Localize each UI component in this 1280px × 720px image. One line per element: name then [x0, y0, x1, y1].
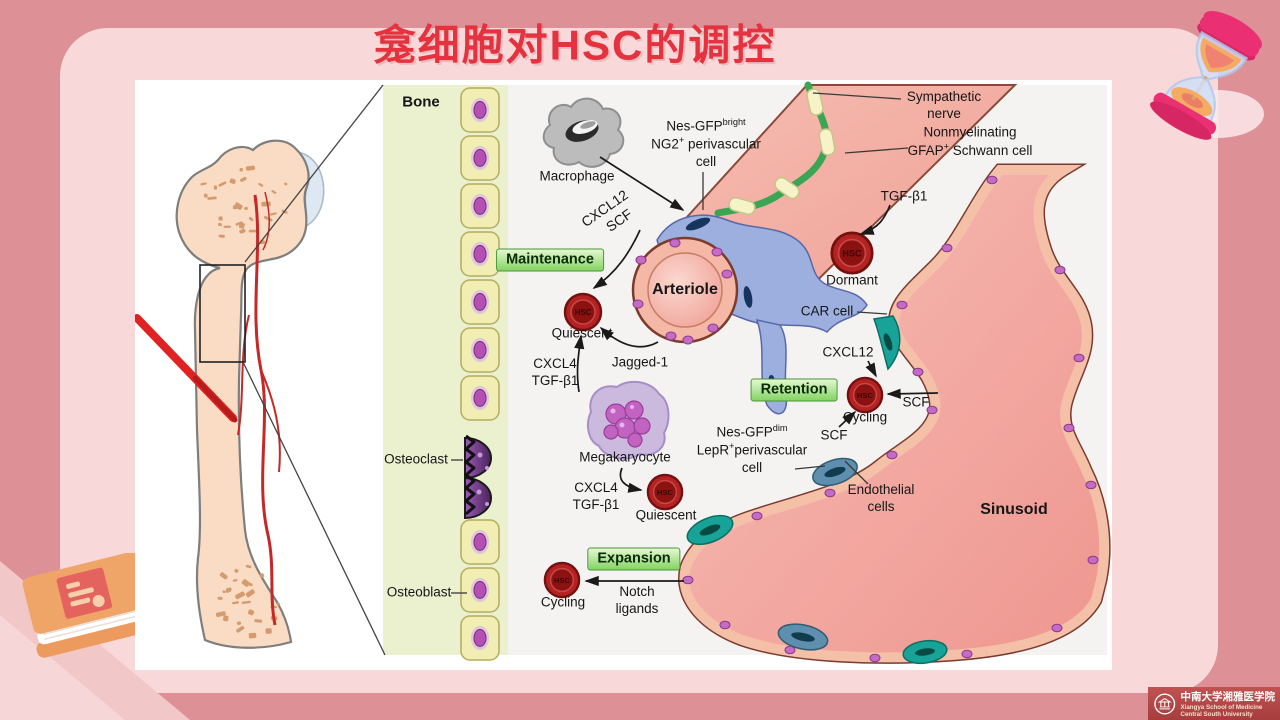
notch-ligands-label: Notch ligands [615, 584, 659, 616]
slide-title: 龛细胞对HSC的调控 [373, 21, 777, 69]
endothelial-nuclei [682, 175, 1099, 663]
pointer-lines [451, 92, 909, 594]
maintenance-badge: Maintenance [496, 248, 604, 272]
cycling-label-2: Cycling [540, 594, 586, 610]
osteoclast-cell [464, 434, 492, 520]
nes-gfp-dim-label: Nes-GFPdim LepR+perivascular cell [696, 423, 808, 475]
car-cells [686, 315, 948, 665]
arteriole-label: Arteriole [652, 281, 718, 298]
hsc-cell-quiescent-1: HSC [563, 292, 603, 332]
schwann-cell-label: Nonmyelinating GFAP+ Schwann cell [907, 124, 1033, 158]
femur-illustration [135, 84, 386, 656]
hsc-cell-quiescent-2: HSC [646, 473, 684, 511]
svg-text:HSC: HSC [554, 576, 571, 585]
schwann-cell-segments [728, 88, 836, 216]
zoom-connector-top [244, 84, 384, 263]
osteoclast-label: Osteoclast [384, 451, 448, 467]
niche-diagram: HSC HSC HSC HSC HSC [135, 81, 1111, 665]
svg-text:HSC: HSC [575, 308, 592, 317]
hsc-cell-cycling-2: HSC [543, 561, 581, 599]
arteriole-cross-section [631, 236, 739, 345]
cxcl12-label: CXCL12 [822, 344, 874, 360]
megakaryocyte-cell [586, 380, 670, 460]
tgfb1-label: TGF-β1 [880, 188, 928, 204]
sinusoid-label: Sinusoid [980, 501, 1048, 518]
scf-left-label: SCF [820, 427, 848, 443]
cxcl4-tgfb1-label-2: CXCL4 TGF-β1 [572, 480, 620, 512]
cycling-label-1: Cycling [842, 409, 888, 425]
jagged1-label: Jagged-1 [611, 354, 669, 370]
svg-text:HSC: HSC [657, 488, 674, 497]
quiescent-label-1: Quiescent [551, 325, 613, 341]
macrophage-label: Macrophage [539, 168, 615, 184]
trabecular-speckles [200, 165, 288, 244]
quiescent-label-2: Quiescent [635, 507, 697, 523]
hourglass-icon [1150, 11, 1264, 140]
trabecular-speckles [215, 564, 281, 639]
endothelial-cells-label: Endothelial cells [847, 482, 915, 514]
retention-badge: Retention [750, 378, 838, 402]
megakaryocyte-label: Megakaryocyte [579, 449, 671, 465]
sympathetic-nerve-label: Sympathetic nerve [906, 89, 982, 121]
svg-text:HSC: HSC [843, 248, 862, 258]
scf-right-label: SCF [902, 394, 930, 410]
osteoblast-cells [460, 87, 500, 661]
expansion-badge: Expansion [587, 547, 681, 571]
zoom-connector-bottom [242, 361, 386, 656]
logo-chinese-name: 中南大学湘雅医学院 [1180, 691, 1276, 703]
car-cell-label: CAR cell [800, 303, 854, 319]
university-logo: 中南大学湘雅医学院 Xiangya School of Medicine Cen… [1148, 687, 1280, 720]
svg-text:HSC: HSC [857, 391, 874, 400]
hsc-cell-dormant: HSC [830, 231, 874, 275]
arrows [574, 156, 939, 587]
light-pink-wedge [0, 615, 125, 720]
university-seal-icon [1154, 693, 1176, 714]
zoom-region-rect [199, 264, 246, 363]
macrophage-cell [542, 97, 625, 168]
osteoblast-label: Osteoblast [386, 584, 452, 600]
bone-label: Bone [402, 93, 440, 111]
dormant-label: Dormant [826, 272, 878, 288]
book-decoration [0, 553, 190, 720]
figure-panel: HSC HSC HSC HSC HSC [135, 80, 1112, 670]
logo-english-name-1: Xiangya School of Medicine [1180, 703, 1263, 711]
hsc-cell-cycling-1: HSC [846, 376, 884, 414]
cxcl4-tgfb1-label-1: CXCL4 TGF-β1 [531, 356, 579, 388]
nes-gfp-bright-label: Nes-GFPbright NG2+ perivascular cell [651, 117, 761, 169]
sinusoid-vessel [678, 163, 1111, 664]
blood-vessels [135, 191, 281, 626]
femur-outline [175, 139, 310, 649]
book-icon [22, 553, 156, 658]
logo-english-name-2: Central South University [1180, 711, 1253, 718]
